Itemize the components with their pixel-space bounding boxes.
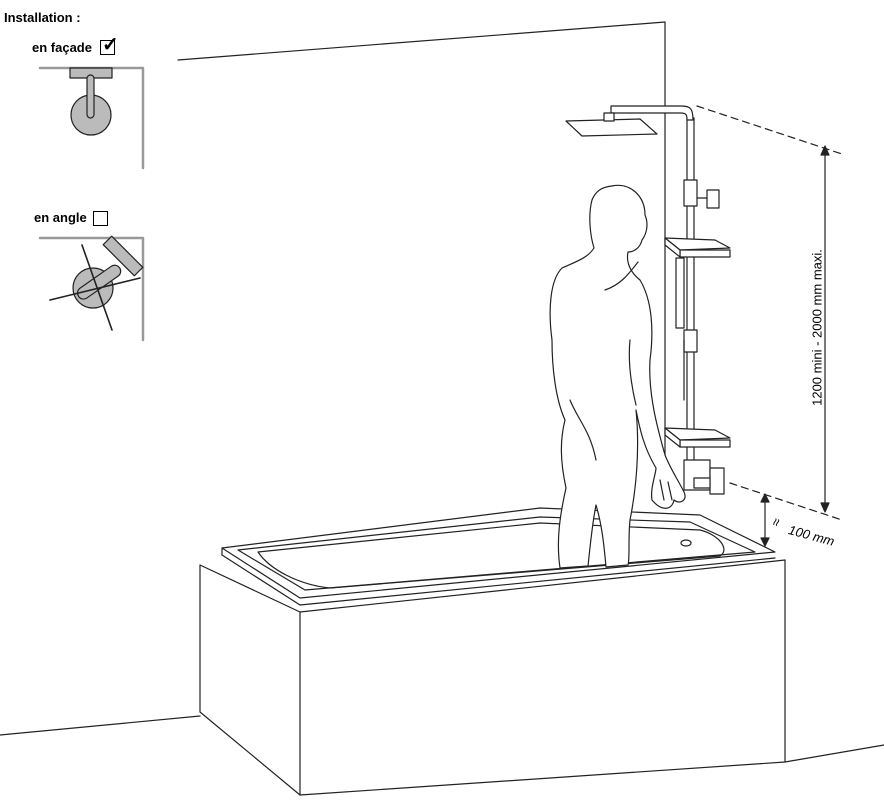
option-facade-checkbox[interactable]: ✓ [100,35,119,55]
shower-column [565,105,731,495]
person-silhouette [549,184,686,569]
room-walls [0,21,884,763]
installation-title: Installation : [4,10,81,25]
checkmark-icon: ✓ [102,34,119,56]
bathtub [199,507,786,796]
height-range-label: 1200 mini - 2000 mm maxi. [809,249,825,406]
option-angle-label: en angle [34,210,87,225]
option-facade-label: en façade [32,40,92,55]
facade-inset-diagram [38,66,145,170]
angle-inset-diagram [38,235,145,342]
dimension-lines [696,105,846,547]
option-angle-checkbox[interactable] [93,211,108,226]
